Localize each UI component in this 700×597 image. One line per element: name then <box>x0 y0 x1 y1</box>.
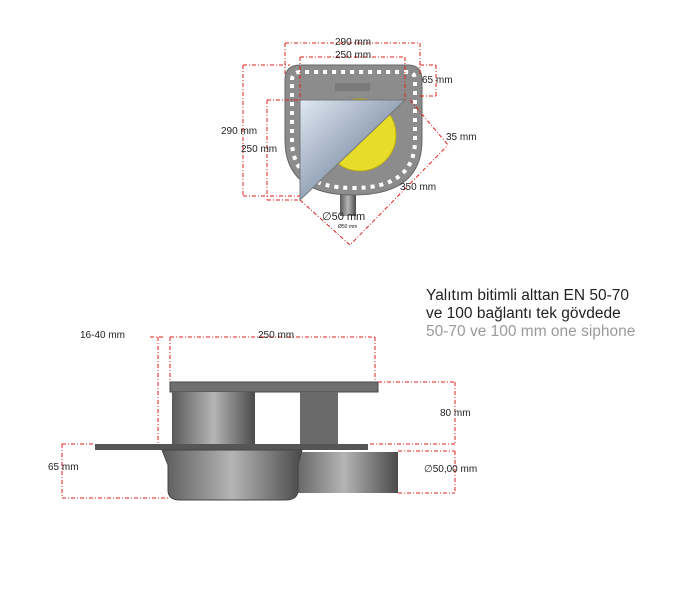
dim-width-inner: 250 mm <box>335 50 371 61</box>
top-grate-side <box>169 381 379 393</box>
dim-width-side: 250 mm <box>258 330 294 341</box>
support-bracket <box>300 392 338 445</box>
threaded-riser <box>172 392 255 445</box>
dim-height-outer: 290 mm <box>221 126 257 137</box>
side-dimensions <box>61 336 456 499</box>
description-line-3: 50-70 ve 100 mm one siphone <box>426 323 636 340</box>
top-view: 290 mm 250 mm 65 mm 290 mm 250 mm 35 mm … <box>221 37 477 246</box>
dim-outlet-small: Ø50 mm <box>338 224 357 230</box>
description-line-2: ve 100 bağlantı tek gövdede <box>426 305 621 322</box>
grate-cover <box>299 99 407 202</box>
dim-offset-top: 65 mm <box>422 75 453 86</box>
dim-width-outer: 290 mm <box>335 37 371 48</box>
dim-height-inner: 250 mm <box>241 144 277 155</box>
perforated-rim <box>290 70 417 191</box>
side-view: 16-40 mm 250 mm 80 mm 65 mm ∅50,00 mm <box>48 330 477 501</box>
insulation-flange <box>95 444 368 450</box>
dim-height-top: 80 mm <box>440 408 471 419</box>
description-line-1: Yalıtım bitimli alttan EN 50-70 <box>426 287 630 304</box>
dim-height-body: 65 mm <box>48 462 79 473</box>
outlet-pipe-top <box>340 190 356 216</box>
brand-plate <box>335 83 370 91</box>
top-dimensions <box>242 42 449 246</box>
dim-diagonal: 350 mm <box>400 182 436 193</box>
dim-outlet-top: ∅50 mm <box>322 211 365 223</box>
dim-adjust: 16-40 mm <box>80 330 125 341</box>
drain-body-side <box>161 449 303 501</box>
outlet-pipe-side <box>290 452 398 493</box>
dim-edge: 35 mm <box>446 132 477 143</box>
dim-outlet-side: ∅50,00 mm <box>424 464 477 475</box>
